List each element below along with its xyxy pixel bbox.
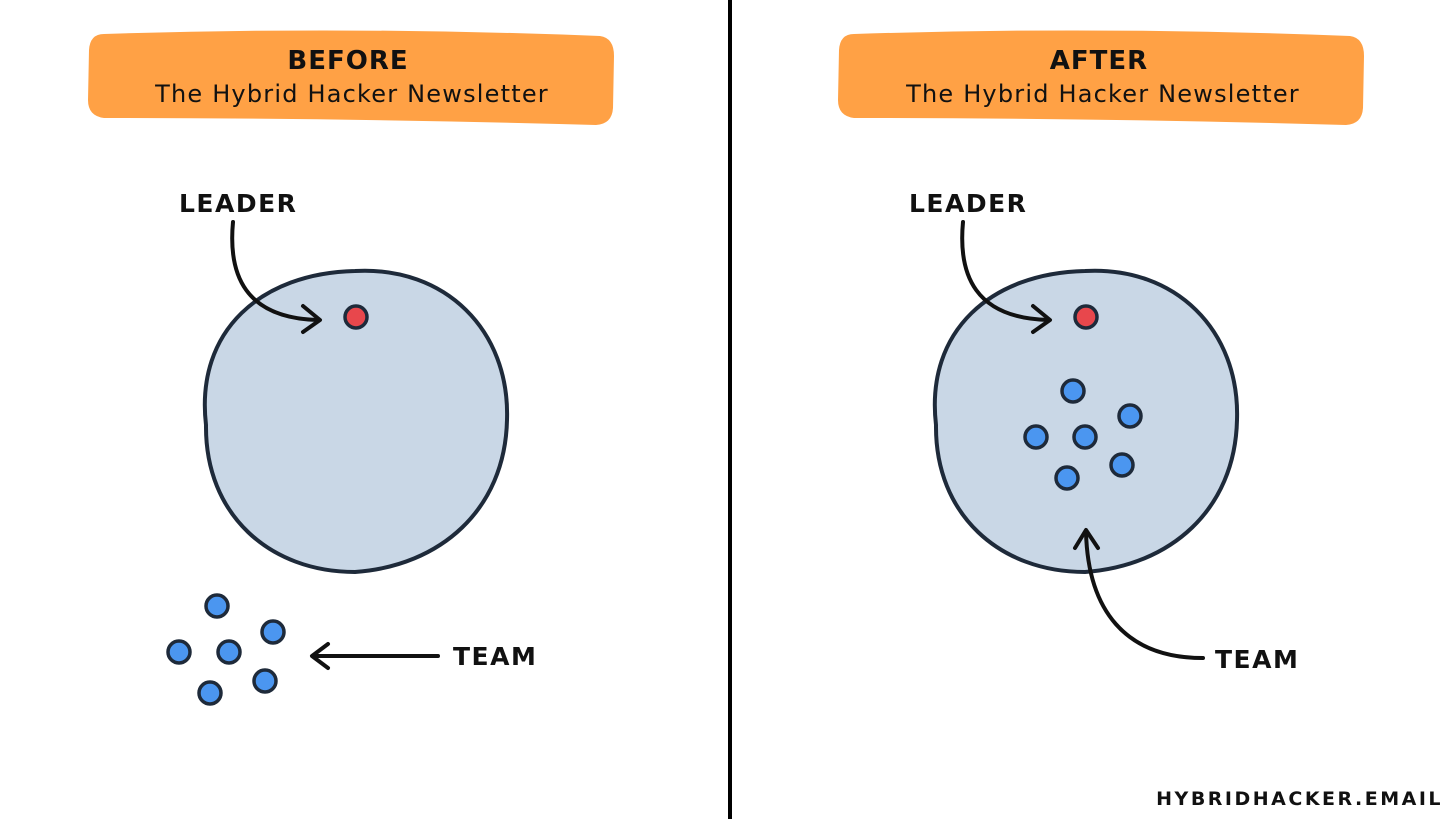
before-leader-arrowhead — [301, 304, 322, 334]
after-team-member-dot — [1054, 465, 1080, 491]
after-leader-dot — [1073, 304, 1099, 330]
after-leader-arrow — [960, 220, 1050, 322]
after-team-dots — [1023, 378, 1143, 491]
after-team-member-dot — [1117, 403, 1143, 429]
after-team-arrowhead — [1073, 528, 1100, 550]
before-group-circle — [202, 268, 510, 575]
before-header-banner: BEFORE The Hybrid Hacker Newsletter — [88, 30, 614, 126]
before-team-dots — [166, 593, 286, 706]
after-leader-arrowhead — [1031, 304, 1052, 334]
before-team-member-dot — [216, 639, 242, 665]
before-subtitle: The Hybrid Hacker Newsletter — [154, 80, 549, 108]
footer-site-url: HYBRIDHACKER.EMAIL — [1156, 788, 1443, 810]
before-panel: BEFORE The Hybrid Hacker Newsletter LEAD… — [88, 30, 614, 706]
before-banner-shape — [88, 30, 614, 126]
before-team-arrowhead — [310, 642, 330, 670]
after-banner-shape — [838, 30, 1364, 126]
after-team-arrow — [1084, 530, 1205, 660]
after-team-member-dot — [1023, 424, 1049, 450]
before-team-member-dot — [260, 619, 286, 645]
before-team-label: TEAM — [453, 642, 537, 671]
before-leader-label: LEADER — [179, 189, 297, 218]
after-group-circle — [932, 268, 1240, 575]
after-header-banner: AFTER The Hybrid Hacker Newsletter — [838, 30, 1364, 126]
after-team-member-dot — [1060, 378, 1086, 404]
before-team-member-dot — [166, 639, 192, 665]
after-team-member-dot — [1072, 424, 1098, 450]
before-team-member-dot — [204, 593, 230, 619]
after-leader-label: LEADER — [909, 189, 1027, 218]
after-team-label: TEAM — [1215, 645, 1299, 674]
before-title: BEFORE — [287, 46, 408, 76]
after-panel: AFTER The Hybrid Hacker Newsletter LEADE… — [838, 30, 1364, 674]
after-team-member-dot — [1109, 452, 1135, 478]
before-leader-arrow — [230, 220, 320, 322]
before-leader-dot — [343, 304, 369, 330]
after-title: AFTER — [1050, 46, 1148, 76]
after-subtitle: The Hybrid Hacker Newsletter — [905, 80, 1300, 108]
before-team-member-dot — [252, 668, 278, 694]
before-team-member-dot — [197, 680, 223, 706]
